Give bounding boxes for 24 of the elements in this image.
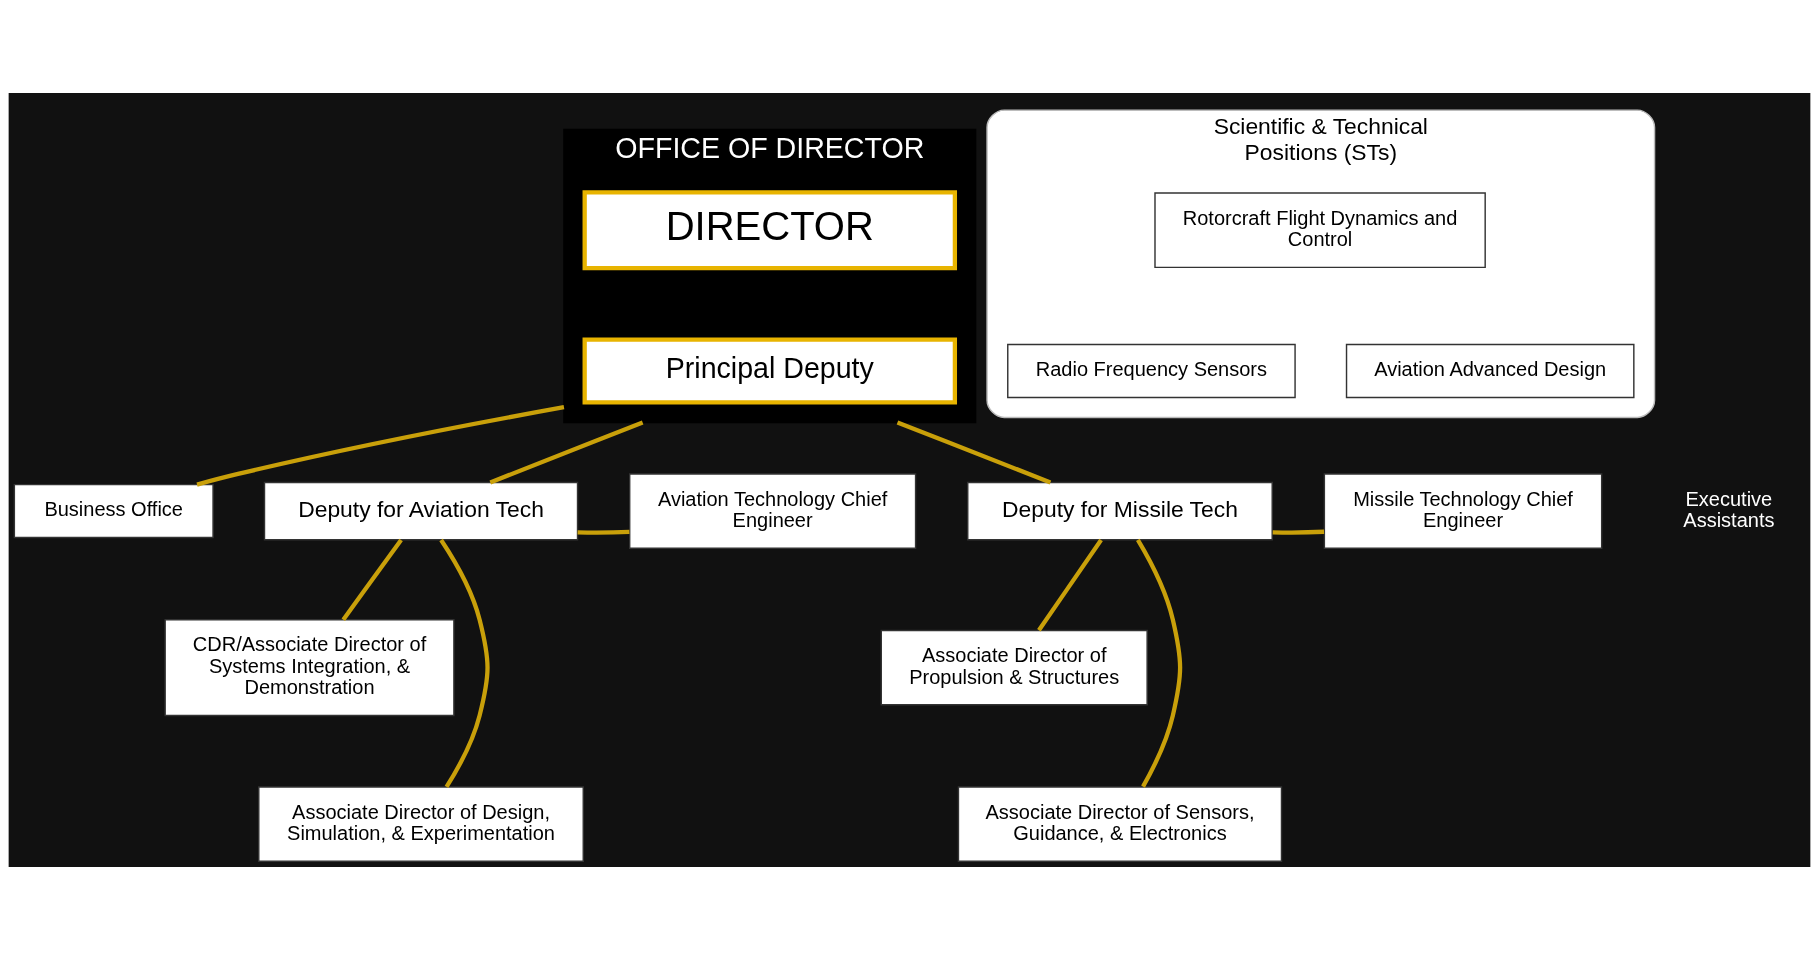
label: Executive Assistants [1683, 487, 1775, 531]
node-box: Aviation Technology Chief Engineer [629, 472, 917, 549]
node-box: Associate Director of Design, Simulation, & Experimentation [258, 785, 584, 862]
connector [1037, 538, 1103, 631]
node-box: Associate Director of Sensors, Guidance, & Electronics [957, 785, 1283, 862]
node-box: Associate Director of Propulsion & Structures [880, 629, 1148, 705]
node-box: Missile Technology Chief Engineer [1323, 472, 1603, 549]
connector [196, 404, 565, 487]
node-box: Rotorcraft Flight Dynamics and Control [1154, 191, 1486, 268]
node-box: Business Office [13, 483, 214, 538]
node-box: DIRECTOR [582, 189, 958, 270]
node-box: Aviation Advanced Design [1345, 343, 1635, 398]
connector [341, 538, 403, 621]
connector [577, 529, 630, 535]
node-box: CDR/Associate Director of Systems Integration, & Demonstration [164, 618, 455, 716]
connector [896, 419, 1052, 484]
node-box: Radio Frequency Sensors [1007, 343, 1296, 398]
node-box: Deputy for Missile Tech [967, 481, 1273, 540]
connector [1136, 538, 1183, 788]
connector [439, 538, 490, 788]
connector [1272, 529, 1325, 535]
node-box: Deputy for Aviation Tech [263, 481, 579, 540]
node-box: Principal Deputy [582, 336, 958, 405]
connector [489, 419, 644, 484]
